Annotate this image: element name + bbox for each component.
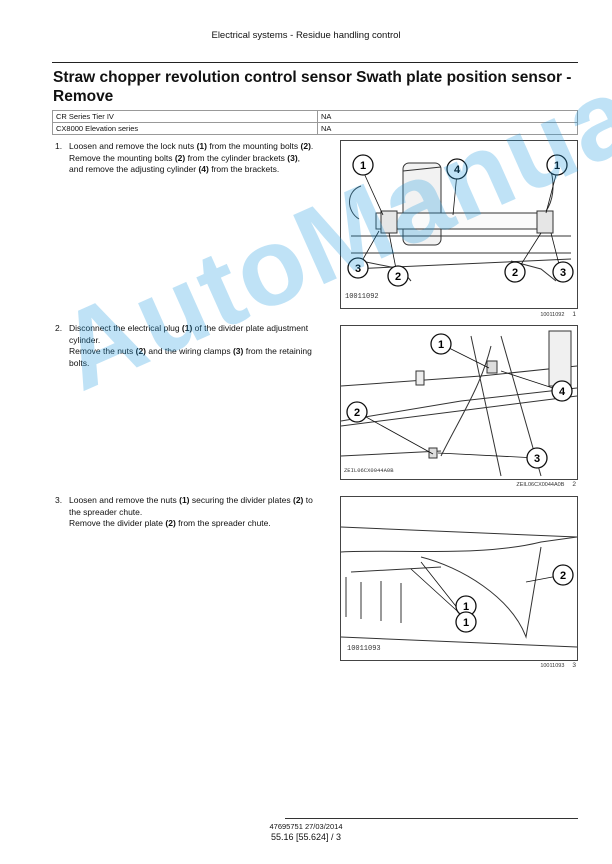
step-number: 1. — [55, 141, 63, 151]
svg-text:1: 1 — [438, 339, 444, 351]
table-row: CR Series Tier IV NA — [52, 110, 578, 123]
svg-text:4: 4 — [559, 386, 566, 398]
figure-1-illustration: 1 4 1 3 2 2 3 — [347, 154, 574, 287]
svg-text:1: 1 — [463, 617, 469, 629]
svg-text:3: 3 — [355, 263, 361, 275]
footer-rule — [285, 818, 578, 819]
figure-3-illustration: 2 1 1 — [341, 526, 577, 648]
figure-2-callouts: 1 4 2 3 — [346, 333, 573, 469]
page-title: Straw chopper revolution control sensor … — [53, 69, 572, 105]
svg-text:2: 2 — [560, 570, 566, 582]
table-row: CX8000 Elevation series NA — [52, 122, 578, 135]
svg-text:1: 1 — [554, 160, 560, 172]
step-2: 2. Disconnect the electrical plug (1) of… — [55, 323, 315, 369]
applicability-table: CR Series Tier IV NA CX8000 Elevation se… — [52, 110, 578, 135]
svg-text:4: 4 — [454, 164, 461, 176]
step-paragraph: Disconnect the electrical plug (1) of th… — [69, 323, 309, 345]
figure-3: 2 1 1 10011093 — [340, 496, 578, 661]
svg-text:3: 3 — [560, 267, 566, 279]
step-paragraph: Loosen and remove the nuts (1) securing … — [69, 495, 313, 517]
svg-text:2: 2 — [354, 407, 360, 419]
step-paragraph: Remove the mounting bolts (2) from the c… — [69, 152, 301, 175]
step-paragraph: Loosen and remove the lock nuts (1) from… — [69, 141, 314, 151]
step-paragraph: Remove the nuts (2) and the wiring clamp… — [69, 346, 312, 368]
footer-page-number: 55.16 [55.624] / 3 — [270, 832, 342, 842]
step-number: 2. — [55, 323, 63, 333]
svg-text:1: 1 — [463, 601, 469, 613]
figure-3-inner-id: 10011093 — [347, 645, 381, 653]
step-paragraph: Remove the divider plate (2) from the sp… — [69, 518, 271, 528]
step-number: 3. — [55, 495, 63, 505]
figure-2-inner-id: ZEIL06CX0044A0B — [344, 467, 394, 474]
table-cell-value: NA — [317, 122, 578, 135]
figure-1: 1 4 1 3 2 2 3 10011092 — [340, 140, 578, 309]
figure-3-callouts: 2 1 1 — [455, 564, 574, 633]
table-cell-value: NA — [317, 110, 578, 123]
figure-1-callouts: 1 4 1 3 2 2 3 — [347, 154, 574, 287]
figure-1-inner-id: 10011092 — [345, 293, 379, 301]
figure-2: 1 4 2 3 ZEIL06CX0044A0B — [340, 325, 578, 480]
step-3: 3. Loosen and remove the nuts (1) securi… — [55, 495, 315, 530]
svg-text:3: 3 — [534, 453, 540, 465]
table-cell-model: CX8000 Elevation series — [52, 122, 318, 135]
header-rule — [52, 62, 578, 63]
svg-text:1: 1 — [360, 160, 366, 172]
figure-2-illustration: 1 4 2 3 — [341, 330, 577, 477]
page-header: Electrical systems - Residue handling co… — [211, 30, 401, 41]
table-cell-model: CR Series Tier IV — [52, 110, 318, 123]
svg-text:2: 2 — [512, 267, 518, 279]
svg-text:2: 2 — [395, 271, 401, 283]
step-1: 1. Loosen and remove the lock nuts (1) f… — [55, 141, 315, 176]
footer-doc-id: 47695751 27/03/2014 — [269, 822, 343, 831]
